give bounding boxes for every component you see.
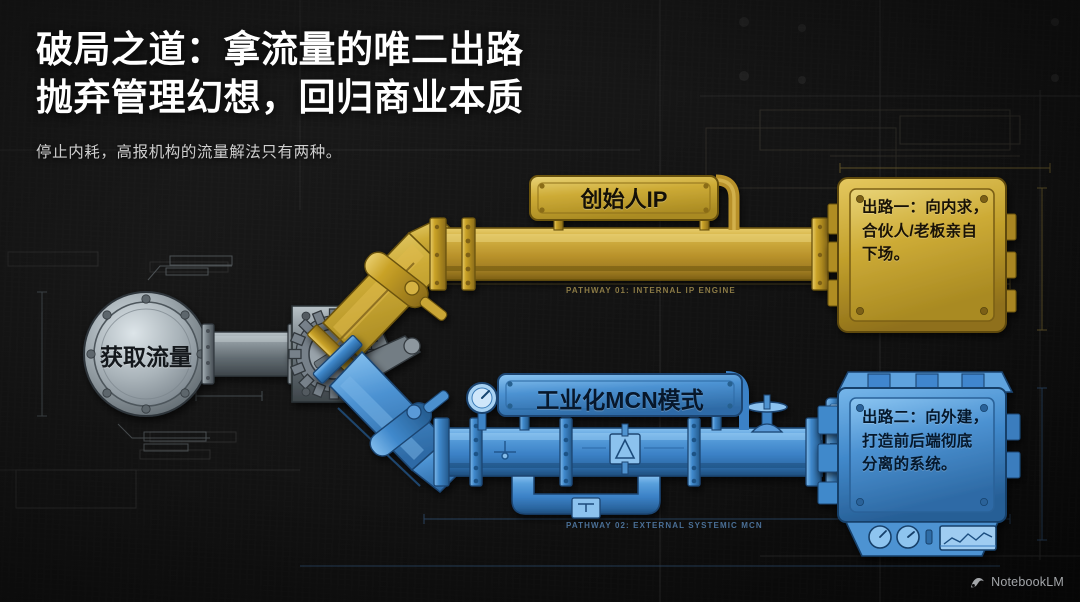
readout-screen (939, 525, 997, 551)
page-title-line-2: 抛弃管理幻想，回归商业本质 (36, 77, 524, 119)
notebooklm-logo-icon (971, 577, 985, 587)
page-subtitle: 停止内耗，高报机构的流量解法只有两种。 (36, 144, 342, 162)
blue-outcome-box (817, 371, 1021, 557)
valve-wheel-icon (746, 394, 788, 433)
watermark-label: NotebookLM (991, 575, 1064, 589)
source-valve-assembly (83, 291, 301, 417)
page-title-line-1: 破局之道：拿流量的唯二出路 (36, 29, 524, 70)
slide-header: 破局之道：拿流量的唯二出路 抛弃管理幻想，回归商业本质 停止内耗，高报机构的流量… (36, 26, 524, 162)
notebooklm-watermark: NotebookLM (970, 575, 1064, 589)
gold-outcome-box (827, 177, 1017, 333)
